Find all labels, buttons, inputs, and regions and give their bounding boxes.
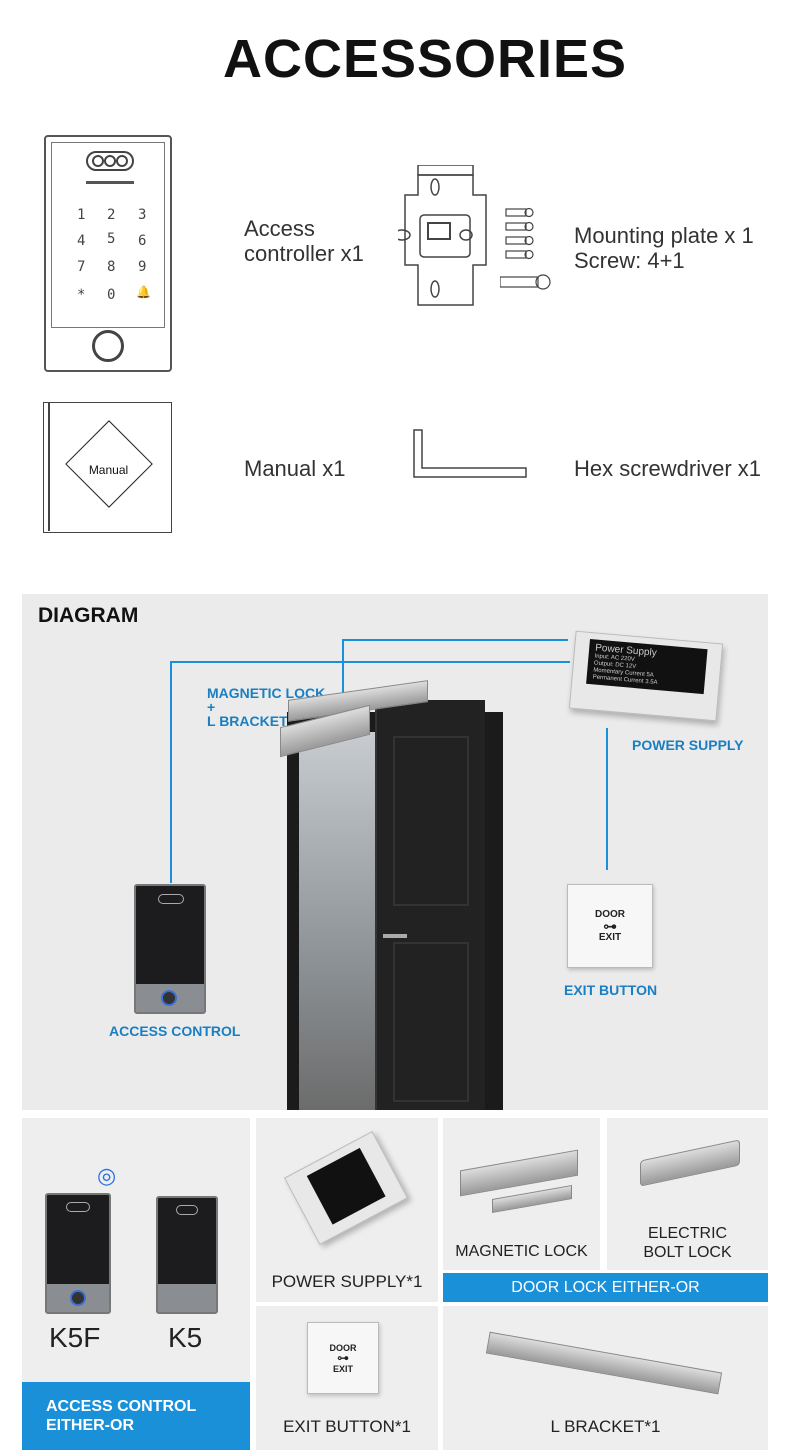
fingerprint-icon: ◎	[97, 1163, 117, 1188]
manual-label: Manual x1	[244, 456, 346, 481]
door-frame	[287, 700, 503, 1110]
wire	[170, 661, 570, 663]
exit-text: EXIT	[598, 932, 622, 943]
power-supply-label: POWER SUPPLY	[632, 737, 744, 753]
power-supply-image: Power Supply Input: AC 220V Output: DC 1…	[568, 630, 724, 722]
exit-button-label: EXIT BUTTON	[564, 982, 658, 998]
label-line: +	[207, 699, 216, 715]
banner-line: ACCESS CONTROL	[46, 1398, 197, 1415]
access-controller-label: Access controller x1	[244, 216, 364, 266]
door-text: DOOR	[329, 1343, 357, 1353]
bell-icon: 🔔	[136, 285, 151, 299]
key: *	[77, 287, 86, 303]
key: 0	[107, 287, 116, 303]
label-line: controller x1	[244, 241, 364, 266]
page-title: ACCESSORIES	[222, 29, 628, 89]
magnetic-lock-product-label: MAGNETIC LOCK	[455, 1243, 588, 1260]
magnetic-lock-label: MAGNETIC LOCK + L BRACKET	[207, 686, 325, 728]
label-line: MAGNETIC LOCK	[207, 685, 326, 701]
key: 1	[77, 207, 86, 223]
mounting-plate-drawing	[398, 165, 487, 306]
key: 5	[107, 231, 116, 247]
key: 4	[77, 233, 86, 249]
banner-line: EITHER-OR	[46, 1417, 134, 1434]
label-line: ELECTRIC	[647, 1225, 728, 1242]
l-bracket-product-label: L BRACKET*1	[550, 1417, 661, 1436]
access-control-either-or-banner: ACCESS CONTROL EITHER-OR	[22, 1382, 250, 1450]
wire	[170, 661, 172, 883]
door-text: DOOR	[595, 909, 625, 920]
key: 6	[138, 233, 147, 249]
hex-screwdriver-drawing	[413, 429, 527, 478]
model-k5f: K5F	[49, 1322, 101, 1353]
diagram-title: DIAGRAM	[38, 604, 139, 627]
label-line: L BRACKET	[207, 713, 288, 729]
access-controller-drawing: 1 2 3 4 5 6 7 8 9 * 0 🔔	[44, 135, 172, 372]
psu-label: Power Supply Input: AC 220V Output: DC 1…	[586, 638, 708, 695]
exit-button-product-image: DOOR ⊶ EXIT	[307, 1322, 379, 1394]
screws-drawing	[500, 207, 551, 290]
k5-device-image	[156, 1196, 218, 1314]
wire	[342, 639, 344, 695]
manual-cover-text: Manual	[88, 463, 129, 477]
exit-button-image: DOOR ⊶ EXIT	[567, 884, 653, 968]
access-control-image	[134, 884, 206, 1014]
key: 3	[138, 207, 147, 223]
hex-screwdriver-label: Hex screwdriver x1	[574, 456, 762, 481]
exit-button-product-label: EXIT BUTTON*1	[283, 1417, 411, 1436]
door-lock-either-or-banner: DOOR LOCK EITHER-OR	[443, 1273, 768, 1302]
label-line: BOLT LOCK	[643, 1244, 732, 1261]
label-line: Screw: 4+1	[574, 248, 685, 273]
key: 2	[107, 207, 116, 223]
label-line: Access	[244, 216, 315, 241]
wire	[342, 639, 568, 641]
electric-bolt-label: ELECTRIC BOLT LOCK	[607, 1224, 768, 1262]
manual-drawing: Manual	[43, 402, 172, 533]
exit-text: EXIT	[332, 1364, 353, 1374]
key: 9	[138, 259, 147, 275]
access-control-label: ACCESS CONTROL	[109, 1023, 241, 1039]
key: 8	[107, 259, 116, 275]
fingerprint-sensor	[92, 330, 124, 362]
wire	[606, 728, 608, 870]
label-line: Mounting plate x 1	[574, 223, 754, 248]
power-supply-product-label: POWER SUPPLY*1	[271, 1272, 423, 1291]
key-icon: ⊶	[603, 918, 617, 934]
key: 7	[77, 259, 86, 275]
mounting-plate-label: Mounting plate x 1 Screw: 4+1	[574, 223, 754, 273]
electric-bolt-cell	[607, 1118, 768, 1270]
key-icon: ⊶	[337, 1351, 349, 1365]
k5f-device-image	[45, 1193, 111, 1314]
model-k5: K5	[168, 1322, 203, 1353]
